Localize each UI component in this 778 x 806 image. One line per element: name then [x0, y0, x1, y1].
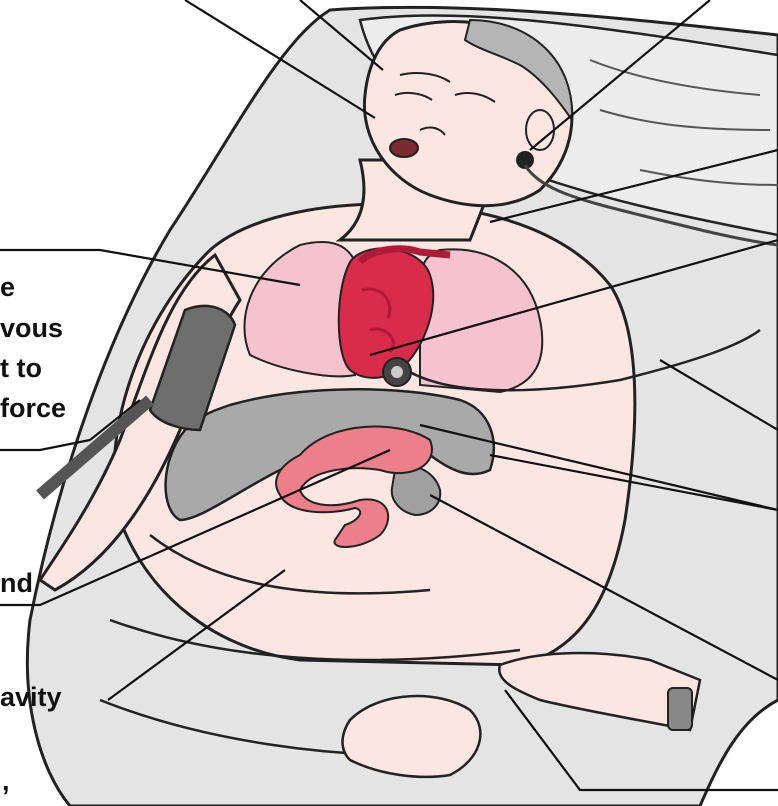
label-fragment-nd: nd: [0, 570, 33, 597]
label-fragment-vous: vous: [0, 315, 63, 342]
label-fragment-force: force: [0, 395, 66, 422]
label-fragment-comma: ,: [2, 768, 10, 795]
label-fragment-avity: avity: [0, 684, 62, 711]
wristwatch: [668, 688, 692, 730]
ear: [526, 110, 554, 150]
right-hand: [343, 696, 481, 777]
label-fragment-e: e: [0, 274, 15, 301]
mouth: [390, 139, 418, 157]
label-fragment-t-to: t to: [0, 355, 42, 382]
